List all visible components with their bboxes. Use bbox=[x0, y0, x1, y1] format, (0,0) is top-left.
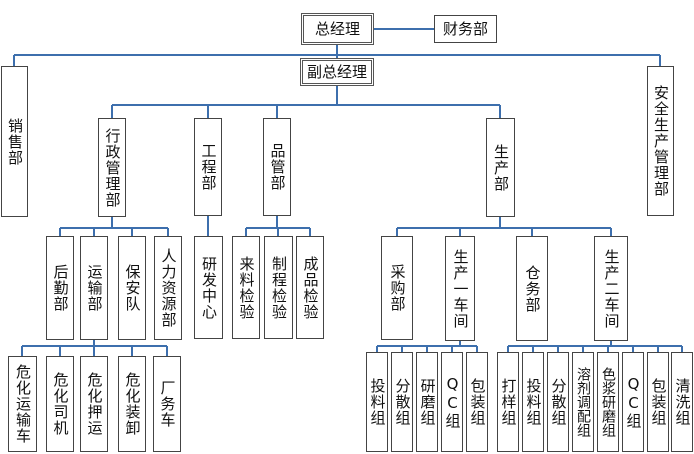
logistics-label: 后勤部 bbox=[51, 264, 70, 312]
w2-disperse-box: 分散组 bbox=[547, 352, 569, 452]
haz-driver-box: 危化司机 bbox=[46, 356, 74, 452]
w1-pack-label: 包装组 bbox=[468, 378, 487, 426]
w1-grind-label: 研磨组 bbox=[418, 378, 437, 426]
workshop2-label: 生产二车间 bbox=[602, 248, 621, 329]
haz-transport-label: 危化运输车 bbox=[14, 364, 32, 444]
process-qc-box: 制程检验 bbox=[264, 236, 293, 339]
engineering-label: 工程部 bbox=[199, 143, 218, 191]
hr-label: 人力资源部 bbox=[159, 248, 178, 328]
purchasing-box: 采购部 bbox=[381, 236, 413, 340]
safety-box: 安全生产管理部 bbox=[647, 66, 674, 216]
w2-clean-label: 清洗组 bbox=[673, 378, 692, 426]
finance-box: 财务部 bbox=[434, 15, 497, 43]
incoming-qc-label: 来料检验 bbox=[237, 255, 256, 320]
process-qc-label: 制程检验 bbox=[270, 255, 288, 320]
transport-label: 运输部 bbox=[85, 264, 104, 312]
admin-label: 行政管理部 bbox=[103, 127, 122, 208]
quality-box: 品管部 bbox=[263, 118, 291, 216]
haz-escort-box: 危化押运 bbox=[80, 356, 108, 452]
w2-feed-label: 投料组 bbox=[524, 378, 543, 426]
w1-feed-label: 投料组 bbox=[368, 378, 387, 426]
security-label: 保安队 bbox=[123, 264, 142, 312]
haz-loader-label: 危化装卸 bbox=[123, 372, 142, 436]
logistics-box: 后勤部 bbox=[46, 236, 74, 340]
haz-escort-label: 危化押运 bbox=[85, 372, 104, 436]
rd-label: 研发中心 bbox=[200, 255, 218, 320]
w1-disperse-label: 分散组 bbox=[393, 378, 412, 426]
w2-qc-box: QC组 bbox=[622, 352, 644, 452]
warehouse-box: 仓务部 bbox=[516, 236, 548, 341]
factory-car-box: 厂务车 bbox=[153, 356, 181, 452]
haz-loader-box: 危化装卸 bbox=[118, 356, 146, 452]
w1-qc-box: QC组 bbox=[441, 352, 463, 452]
general-manager-box: 总经理 bbox=[301, 13, 374, 45]
w1-pack-box: 包装组 bbox=[466, 352, 488, 452]
w2-pack-label: 包装组 bbox=[649, 378, 668, 426]
w2-paste-label: 色浆研磨组 bbox=[600, 367, 616, 437]
general-manager-label: 总经理 bbox=[314, 19, 360, 38]
w2-clean-box: 清洗组 bbox=[671, 352, 693, 452]
w1-grind-box: 研磨组 bbox=[416, 352, 438, 452]
workshop1-box: 生产一车间 bbox=[445, 236, 475, 341]
w2-solvent-box: 溶剂调配组 bbox=[572, 352, 594, 452]
deputy-gm-box: 副总经理 bbox=[300, 58, 374, 86]
w2-feed-box: 投料组 bbox=[522, 352, 544, 452]
w1-disperse-box: 分散组 bbox=[391, 352, 413, 452]
sales-label: 销售部 bbox=[6, 117, 24, 166]
deputy-gm-label: 副总经理 bbox=[306, 62, 367, 81]
w2-disperse-label: 分散组 bbox=[549, 378, 568, 426]
purchasing-label: 采购部 bbox=[388, 264, 407, 312]
w1-feed-box: 投料组 bbox=[366, 352, 388, 452]
safety-label: 安全生产管理部 bbox=[652, 85, 670, 197]
transport-box: 运输部 bbox=[80, 236, 108, 340]
w2-sample-box: 打样组 bbox=[497, 352, 519, 452]
w2-paste-box: 色浆研磨组 bbox=[597, 352, 619, 452]
warehouse-label: 仓务部 bbox=[523, 264, 542, 313]
factory-car-label: 厂务车 bbox=[158, 380, 177, 428]
admin-box: 行政管理部 bbox=[98, 118, 126, 217]
w2-solvent-label: 溶剂调配组 bbox=[575, 367, 591, 437]
finance-label: 财务部 bbox=[442, 19, 488, 38]
w1-qc-label: QC组 bbox=[443, 375, 462, 429]
w2-sample-label: 打样组 bbox=[499, 378, 518, 426]
w2-qc-label: QC组 bbox=[624, 375, 643, 429]
product-qc-box: 成品检验 bbox=[296, 236, 324, 339]
product-qc-label: 成品检验 bbox=[301, 255, 320, 320]
workshop2-box: 生产二车间 bbox=[594, 236, 628, 341]
sales-box: 销售部 bbox=[1, 66, 28, 217]
hr-box: 人力资源部 bbox=[154, 236, 182, 340]
haz-transport-box: 危化运输车 bbox=[8, 356, 37, 452]
w2-pack-box: 包装组 bbox=[647, 352, 669, 452]
production-box: 生产部 bbox=[486, 118, 515, 217]
rd-box: 研发中心 bbox=[194, 236, 223, 339]
haz-driver-label: 危化司机 bbox=[51, 372, 70, 436]
workshop1-label: 生产一车间 bbox=[451, 248, 470, 329]
production-label: 生产部 bbox=[492, 143, 510, 192]
engineering-box: 工程部 bbox=[194, 118, 222, 216]
incoming-qc-box: 来料检验 bbox=[232, 236, 260, 339]
quality-label: 品管部 bbox=[268, 143, 287, 191]
security-box: 保安队 bbox=[118, 236, 146, 340]
